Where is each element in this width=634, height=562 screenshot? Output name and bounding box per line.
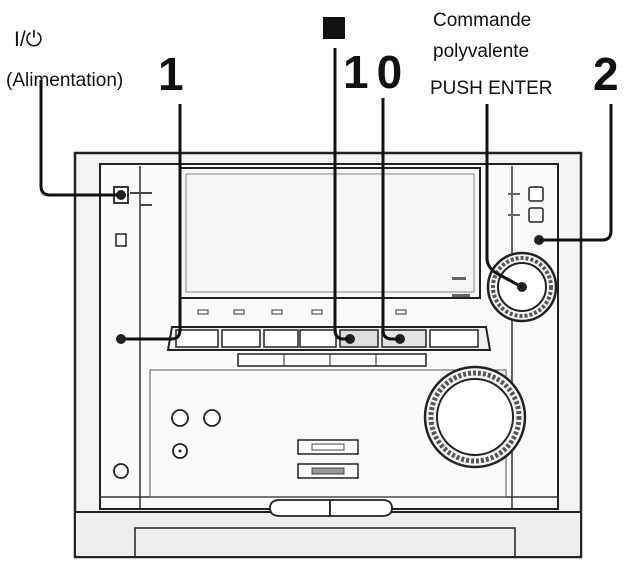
- power-button-dot: [116, 190, 126, 200]
- power-symbol-label: I/⏻: [14, 28, 43, 51]
- slot-control[interactable]: [297, 439, 359, 455]
- function-button[interactable]: [429, 329, 479, 348]
- eject-button[interactable]: [269, 499, 331, 517]
- indicator-lamp: [233, 309, 245, 315]
- power-caption: (Alimentation): [6, 70, 124, 91]
- callout-number-1: 1: [158, 48, 184, 100]
- leader-line-2: [540, 104, 613, 242]
- left-round-button[interactable]: [113, 463, 129, 479]
- knob-mark: [452, 294, 470, 297]
- indicator-lamp: [395, 309, 407, 315]
- leader-line-power: [39, 80, 118, 197]
- leader-line-1: [125, 104, 182, 341]
- left-dot-button[interactable]: [116, 334, 126, 344]
- stop-square-icon: [323, 17, 345, 39]
- leader-line-10: [381, 98, 400, 341]
- button-strip: [237, 353, 427, 367]
- eject-button[interactable]: [329, 499, 393, 517]
- function-button[interactable]: [221, 329, 261, 348]
- function-button[interactable]: [299, 329, 337, 348]
- display-window: [179, 167, 481, 299]
- multi-label-line2: polyvalente: [433, 41, 530, 62]
- indicator-lamp: [197, 309, 209, 315]
- function-button[interactable]: [263, 329, 299, 348]
- base-panel: [134, 527, 516, 558]
- volume-knob-ring: [428, 370, 522, 464]
- callout-number-10: 10: [343, 46, 411, 98]
- display-inner: [185, 173, 475, 293]
- left-small-button[interactable]: [115, 233, 127, 247]
- knob-mark: [452, 277, 466, 280]
- function-button[interactable]: [175, 329, 219, 348]
- callout-number-2: 2: [593, 48, 619, 100]
- right-side-button[interactable]: [528, 207, 544, 223]
- leader-line-stop: [333, 48, 350, 341]
- jack-pin: [178, 449, 182, 453]
- cabinet-base: [74, 511, 582, 558]
- slot-control-inner: [311, 443, 345, 451]
- volume-knob-inner: [436, 378, 514, 456]
- jack-socket: [171, 409, 189, 427]
- indicator-lamp: [271, 309, 283, 315]
- leader-line-multi: [485, 104, 523, 289]
- multi-label-line1: Commande: [433, 10, 532, 31]
- indicator-lamp: [311, 309, 323, 315]
- slot-control-inner: [311, 467, 345, 475]
- right-side-button[interactable]: [528, 186, 544, 202]
- multi-knob-ring: [491, 256, 553, 318]
- right-side-dot-button[interactable]: [534, 235, 544, 245]
- jack-socket: [203, 409, 221, 427]
- multi-label-line3: PUSH ENTER: [430, 78, 553, 99]
